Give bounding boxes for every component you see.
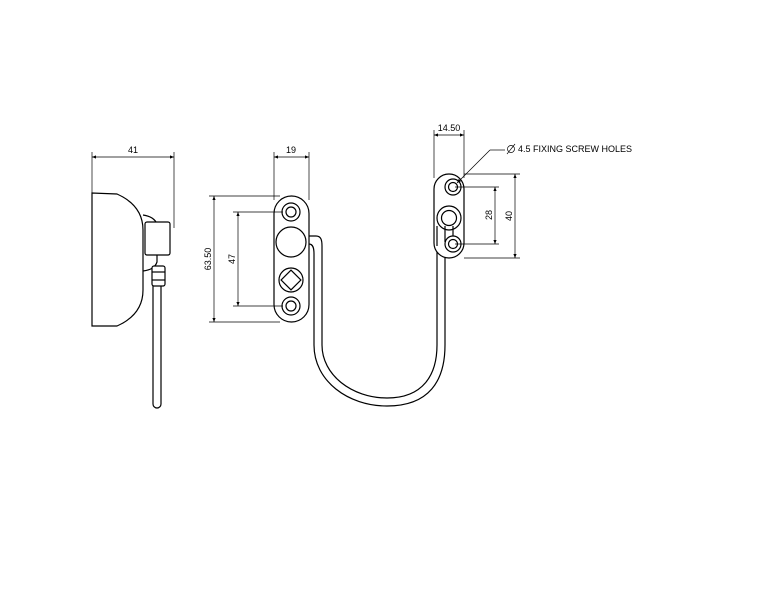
lock-knob (275, 226, 307, 258)
side-collar (151, 265, 166, 287)
mounting-plate (273, 195, 310, 323)
fixing-holes-leader (456, 149, 491, 184)
dim-19-label: 19 (286, 145, 296, 155)
fixing-holes-note: 4.5 FIXING SCREW HOLES (518, 144, 632, 154)
side-view: 41 (91, 145, 175, 409)
dim-41-label: 41 (128, 145, 138, 155)
dim-40-label: 40 (504, 211, 514, 221)
side-body (91, 192, 144, 327)
dim-63-50-label: 63.50 (203, 248, 213, 271)
diameter-icon (506, 143, 516, 155)
front-view: 19 63.50 47 (203, 145, 446, 407)
side-cable (152, 286, 162, 409)
dim-28-label: 28 (484, 210, 494, 220)
bracket-view: 14.50 28 40 4.5 FIXING SCREW HOLES (433, 123, 632, 259)
bracket-cable-socket (436, 205, 462, 231)
cable-loop (300, 214, 438, 399)
dim-47-label: 47 (227, 254, 237, 264)
side-knob (144, 221, 171, 256)
dim-14-50-label: 14.50 (438, 123, 461, 133)
key-drive (278, 267, 304, 293)
